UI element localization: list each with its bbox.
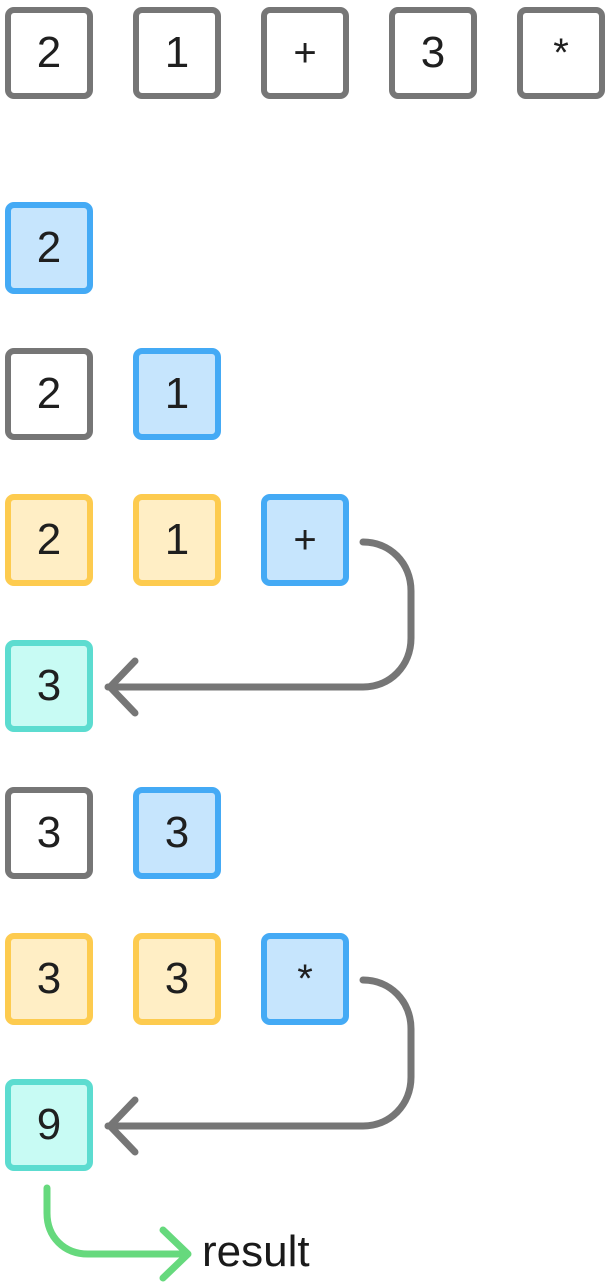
step-4-tile-1: 3	[5, 640, 93, 732]
reduce-arrowhead-2	[106, 1096, 139, 1156]
result-label: result	[202, 1227, 310, 1276]
step-5-tile-2: 3	[133, 787, 221, 879]
reduce-arrowhead-1	[106, 657, 139, 717]
step-6-tile-2: 3	[133, 933, 221, 1025]
step-7-tile-1: 9	[5, 1079, 93, 1171]
step-3-tile-2: 1	[133, 494, 221, 586]
expression-token-4: 3	[389, 7, 477, 99]
expression-token-2: 1	[133, 7, 221, 99]
step-6-tile-3: *	[261, 933, 349, 1025]
result-arrowhead	[159, 1226, 192, 1282]
step-5-tile-1: 3	[5, 787, 93, 879]
step-3-tile-3: +	[261, 494, 349, 586]
step-6-tile-1: 3	[5, 933, 93, 1025]
result-arrow	[43, 1184, 190, 1258]
expression-token-5: *	[517, 7, 605, 99]
step-1-tile-1: 2	[5, 202, 93, 294]
step-2-tile-1: 2	[5, 348, 93, 440]
expression-token-3: +	[261, 7, 349, 99]
step-2-tile-2: 1	[133, 348, 221, 440]
step-3-tile-1: 2	[5, 494, 93, 586]
expression-token-1: 2	[5, 7, 93, 99]
